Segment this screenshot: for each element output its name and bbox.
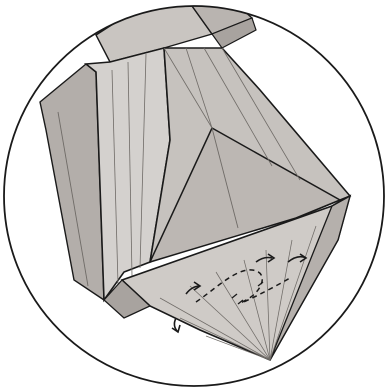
left-strip-flap bbox=[40, 64, 104, 300]
magnified-region bbox=[40, 0, 350, 360]
